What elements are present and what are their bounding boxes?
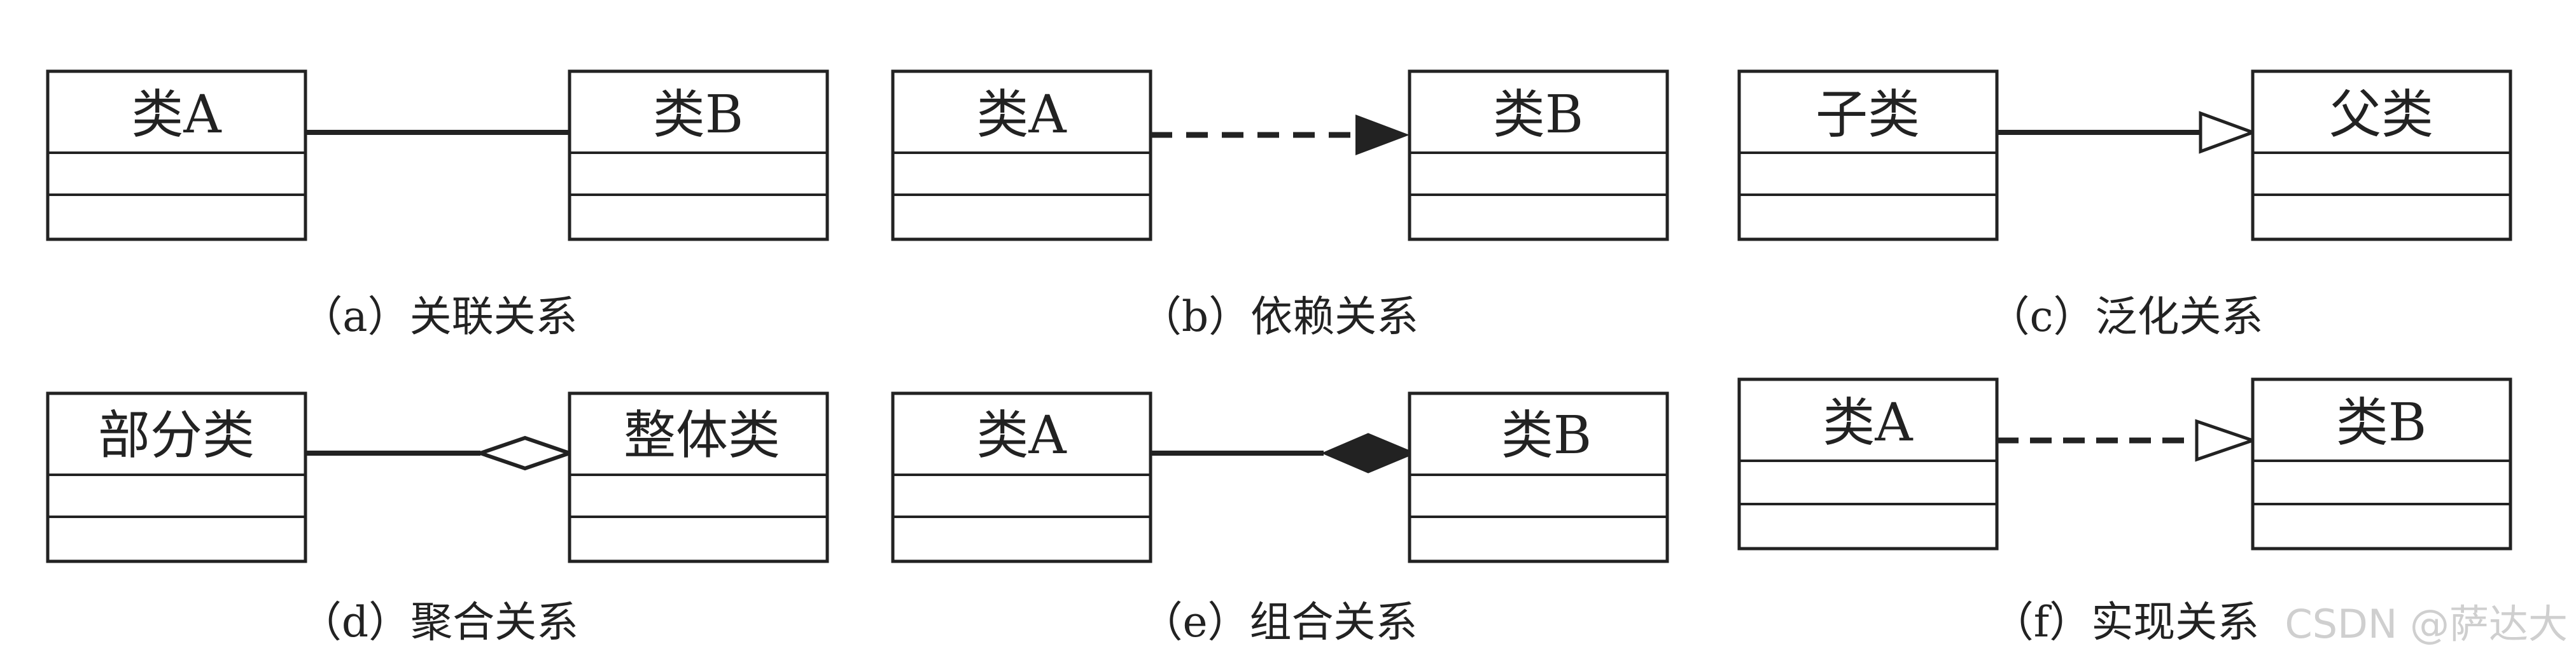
class-name: 类B: [2336, 393, 2426, 453]
filled-arrowhead: [1355, 115, 1410, 155]
caption: （f）实现关系: [1992, 598, 2259, 647]
hollow-diamond: [474, 435, 576, 471]
caption: （a）关联关系: [300, 292, 577, 341]
filled-diamond: [1321, 433, 1417, 474]
panel-composition: 类A 类B （e）组合关系: [891, 391, 1669, 647]
class-name: 类A: [976, 85, 1067, 145]
class-name: 部分类: [98, 405, 255, 466]
class-box-left: 类A: [1737, 377, 1999, 551]
class-box-right: 类B: [1408, 391, 1669, 563]
class-box-left: 类A: [891, 69, 1152, 241]
hollow-triangle-arrowhead: [2195, 419, 2258, 462]
caption: （e）组合关系: [1140, 598, 1417, 647]
class-name: 类B: [653, 85, 743, 145]
panel-dependency: 类A 类B （b）依赖关系: [891, 69, 1669, 341]
class-name: 类A: [1823, 393, 1914, 453]
class-name: 类B: [1493, 85, 1583, 145]
class-name: 类A: [976, 405, 1067, 466]
class-box-left: 子类: [1737, 69, 1999, 241]
class-box-left: 部分类: [46, 391, 307, 563]
caption: （d）聚合关系: [300, 598, 578, 647]
class-box-right: 整体类: [568, 391, 829, 563]
class-box-right: 类B: [2251, 377, 2512, 551]
class-name: 父类: [2329, 85, 2433, 145]
class-name: 类A: [131, 85, 222, 145]
panel-generalization: 子类 父类 （c）泛化关系: [1737, 69, 2512, 341]
watermark-text: CSDN @萨达大: [2285, 601, 2568, 647]
class-name: 子类: [1816, 85, 1920, 145]
panel-association: 类A 类B （a）关联关系: [46, 69, 829, 341]
class-box-left: 类A: [891, 391, 1152, 563]
class-box-right: 类B: [1408, 69, 1669, 241]
class-box-right: 父类: [2251, 69, 2512, 241]
class-box-right: 类B: [568, 69, 829, 241]
hollow-triangle-arrowhead: [2199, 111, 2258, 154]
caption: （c）泛化关系: [1988, 292, 2264, 341]
panel-realization: 类A 类B （f）实现关系: [1737, 377, 2512, 647]
caption: （b）依赖关系: [1140, 292, 1418, 341]
class-name: 整体类: [624, 405, 780, 466]
panel-aggregation: 部分类 整体类 （d）聚合关系: [46, 391, 829, 647]
class-box-left: 类A: [46, 69, 307, 241]
class-name: 类B: [1501, 405, 1592, 466]
